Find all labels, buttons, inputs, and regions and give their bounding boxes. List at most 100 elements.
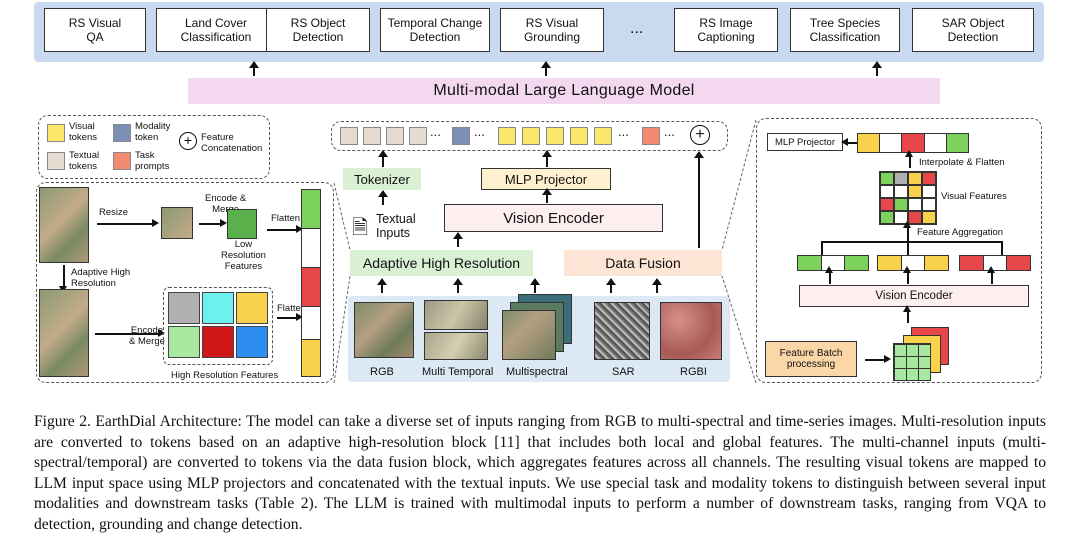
adaptive-hr-box: Adaptive High Resolution — [350, 250, 533, 276]
vision-encoder-box: Vision Encoder — [444, 204, 663, 232]
band-tokens-red — [959, 255, 1031, 271]
concat-icon: + — [690, 125, 710, 145]
token-modality — [452, 127, 470, 145]
task-change-detection: Temporal Change Detection — [380, 8, 490, 52]
band-tokens-green — [797, 255, 869, 271]
data-fusion-box: Data Fusion — [564, 250, 722, 276]
legend: Visual tokens Modality token + Feature C… — [38, 115, 270, 179]
input-label-temporal: Multi Temporal — [422, 366, 494, 378]
low-res-label: Low Resolution Features — [221, 239, 266, 272]
textual-inputs-label: Textual Inputs — [376, 212, 416, 240]
feature-aggregation-label: Feature Aggregation — [917, 227, 1004, 238]
hr-grid-cyan — [202, 292, 234, 324]
flatten-1-label: Flatten — [271, 213, 301, 224]
task-bar: RS Visual QA Land Cover Classification R… — [34, 2, 1044, 62]
token-visual-1 — [498, 127, 516, 145]
projector-input-tokens — [857, 133, 969, 153]
agg-branch-3 — [1001, 241, 1003, 255]
token-dots-4: ... — [664, 124, 675, 139]
arrow-ahr-up — [453, 232, 463, 247]
document-icon: 🗎 — [352, 217, 369, 239]
arrow-rgb-up — [377, 278, 387, 293]
task-visual-grounding: RS Visual Grounding — [500, 8, 604, 52]
arrow-encoder-up — [542, 188, 552, 203]
sar-image — [594, 302, 650, 360]
llm-bar: Multi-modal Large Language Model — [188, 78, 940, 104]
tokenizer-box: Tokenizer — [343, 168, 421, 190]
hr-grid-blue — [236, 326, 268, 358]
task-tree-species: Tree Species Classification — [790, 8, 900, 52]
batch-layer-green — [893, 343, 931, 381]
token-task — [642, 127, 660, 145]
token-dots-2: ... — [474, 124, 485, 139]
hr-tiled-image — [39, 289, 89, 377]
inputs-panel: RGB Multi Temporal Multispectral SAR RGB… — [348, 294, 730, 382]
task-sar-detection: SAR Object Detection — [912, 8, 1034, 52]
vision-encoder-mini: Vision Encoder — [799, 285, 1029, 307]
flattened-token-column — [301, 189, 321, 377]
task-rs-visual-qa: RS Visual QA — [44, 8, 146, 52]
token-visual-3 — [546, 127, 564, 145]
enc-arrow-1 — [826, 266, 832, 284]
arrow-textual-up — [378, 190, 388, 205]
resize-arrow — [97, 220, 159, 226]
legend-concat-label: Feature Concatenation — [201, 132, 263, 154]
low-res-grid — [227, 209, 257, 239]
rgb-image — [354, 302, 414, 358]
hr-grid-gray — [168, 292, 200, 324]
flatten-arrow-1 — [267, 226, 303, 232]
legend-modality-swatch — [113, 124, 131, 142]
token-visual-2 — [522, 127, 540, 145]
hr-grid-yellow — [236, 292, 268, 324]
arrow-llm-task-1 — [249, 61, 259, 76]
legend-task-label: Task prompts — [135, 150, 170, 172]
mlp-projector-box: MLP Projector — [481, 168, 611, 190]
token-textual-1 — [340, 127, 358, 145]
legend-visual-label: Visual tokens — [69, 121, 97, 143]
multispectral-layer-1 — [502, 310, 556, 360]
encode-arrow-1 — [199, 220, 227, 226]
task-object-detection: RS Object Detection — [266, 8, 370, 52]
agg-arrow — [904, 221, 910, 241]
token-dots-3: ... — [618, 124, 629, 139]
visual-features-grid — [879, 171, 937, 225]
token-visual-4 — [570, 127, 588, 145]
resize-label: Resize — [99, 207, 129, 218]
arrow-mlp-up — [542, 150, 552, 167]
arrow-ms-up — [530, 278, 540, 293]
high-res-grids — [163, 287, 273, 365]
resized-image — [161, 207, 193, 239]
data-fusion-panel: MLP Projector Interpolate & Flatten Visu… — [756, 118, 1042, 383]
enc-arrow-3 — [988, 266, 994, 284]
agg-branch-1 — [821, 241, 823, 255]
batch-arrow-up — [904, 305, 910, 323]
task-land-cover: Land Cover Classification — [156, 8, 276, 52]
input-label-sar: SAR — [612, 366, 635, 378]
agg-line — [821, 241, 1001, 243]
legend-modality-label: Modality token — [135, 121, 171, 143]
figure-caption: Figure 2. EarthDial Architecture: The mo… — [34, 412, 1046, 536]
tasks-ellipsis: ... — [630, 20, 644, 37]
concat-icon: + — [179, 132, 197, 150]
agg-branch-2 — [907, 241, 909, 255]
legend-task-swatch — [113, 152, 131, 170]
visual-features-label: Visual Features — [941, 191, 1007, 202]
token-textual-4 — [409, 127, 427, 145]
token-dots-1: ... — [430, 124, 441, 139]
arrow-sar-up — [606, 278, 616, 293]
encode-merge-1-label: Encode & Merge — [205, 193, 247, 215]
rgbi-image — [660, 302, 722, 360]
token-textual-2 — [363, 127, 381, 145]
caption-text: Figure 2. EarthDial Architecture: The mo… — [34, 413, 1046, 533]
flatten-arrow-2 — [277, 314, 303, 320]
arrow-llm-task-2 — [541, 61, 551, 76]
arrow-fusion-up — [694, 151, 704, 248]
adaptive-hr-label: Adaptive High Resolution — [71, 267, 131, 289]
zoom-lines — [333, 119, 757, 384]
input-label-rgbi: RGBI — [680, 366, 707, 378]
arrow-tokenizer-up — [378, 150, 388, 167]
proj-arrow — [841, 139, 857, 145]
arrow-llm-task-3 — [872, 61, 882, 76]
token-visual-5 — [594, 127, 612, 145]
batch-arrow-right — [865, 356, 891, 362]
